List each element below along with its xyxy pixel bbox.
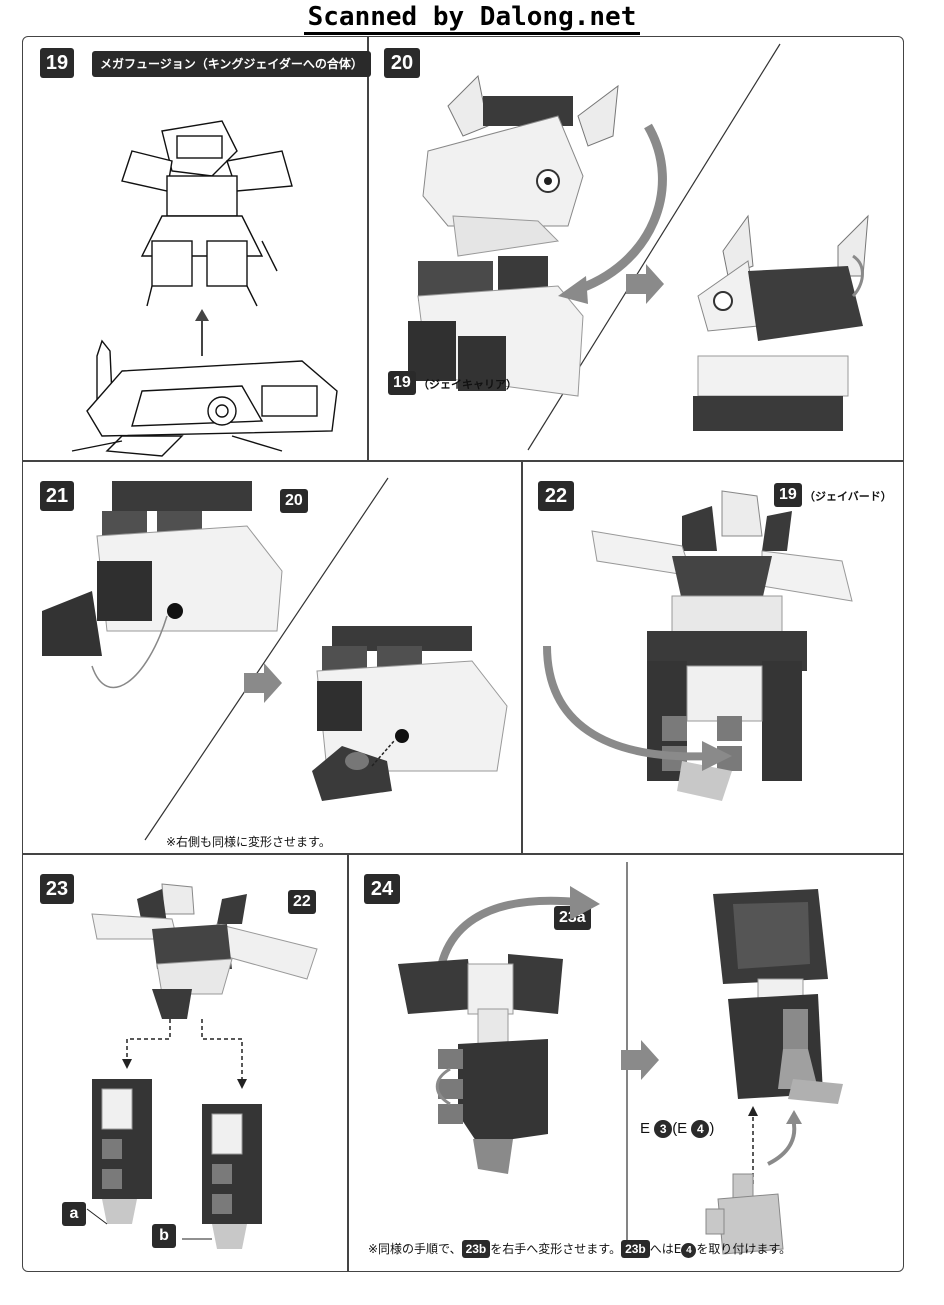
scanner-watermark: Scanned by Dalong.net <box>0 2 944 35</box>
part-label-b: b <box>152 1224 176 1248</box>
watermark-text: Scanned by Dalong.net <box>303 2 641 35</box>
king-jeider-combine-illustration <box>71 120 338 457</box>
step-20-figure-left <box>408 74 619 397</box>
reference-step-label: （ジェイキャリア） <box>418 378 517 391</box>
reference-step-tag: 19 <box>388 371 416 395</box>
step-number: 20 <box>384 48 420 78</box>
footer-middle-2: へはE <box>649 1242 682 1256</box>
step-24-figure-left <box>398 954 563 1174</box>
next-arrow <box>621 1040 659 1080</box>
step-22-panel: 22 19 （ジェイバード） <box>522 461 904 853</box>
footer-suffix: を取り付けます。 <box>696 1242 792 1256</box>
step-number: 21 <box>40 481 74 511</box>
step-21-figure-left <box>42 481 283 689</box>
step-title: メガフュージョン（キングジェイダーへの合体） <box>92 51 371 77</box>
part-number-circle-3: 3 <box>654 1120 673 1138</box>
step-number: 22 <box>538 481 574 511</box>
step-24-figure-right <box>705 889 843 1255</box>
reference-step-label: （ジェイバード） <box>804 490 892 503</box>
step-24-panel: 24 23a E 3(E 4 <box>348 854 904 1272</box>
step-20-figure-right <box>693 214 869 431</box>
page-frame <box>22 36 904 1272</box>
step-21-figure-right <box>312 626 508 801</box>
part-open: (E <box>672 1120 688 1137</box>
step-23-figure <box>86 883 318 1249</box>
part-code-e3-e4: E 3(E 4) <box>640 1120 714 1138</box>
part-prefix: E <box>640 1120 651 1137</box>
rotate-arrow <box>558 123 667 304</box>
col-divider-top <box>367 36 369 461</box>
footer-tag-23b-2: 23b <box>621 1240 650 1258</box>
footer-middle: を右手へ変形させます。 <box>490 1242 622 1256</box>
part-close: ) <box>709 1120 715 1137</box>
reference-step-tag: 20 <box>280 489 308 513</box>
next-arrow <box>244 663 282 703</box>
step-19-panel: 19 メガフュージョン（キングジェイダーへの合体） <box>22 36 371 460</box>
step-number: 19 <box>40 48 74 78</box>
step-number: 23 <box>40 874 74 904</box>
reference-step-tag: 19 <box>774 483 802 507</box>
step-number: 24 <box>364 874 400 904</box>
footer-circle-4: 4 <box>681 1243 697 1258</box>
part-number-circle-4: 4 <box>691 1120 710 1138</box>
rotate-arrow <box>543 645 732 771</box>
step-23-panel: 23 22 a b <box>22 854 347 1272</box>
footer-prefix: ※同様の手順で、 <box>368 1242 462 1256</box>
part-label-a: a <box>62 1202 86 1226</box>
row-divider-2 <box>22 853 904 855</box>
step-21-panel: 21 20 ※右側も同様に変形させます。 <box>22 461 521 853</box>
reference-step-tag: 22 <box>288 890 316 914</box>
col-divider-bottom <box>347 853 349 1272</box>
next-arrow <box>626 264 664 304</box>
step-20-panel: 20 19 （ジェイキャリア） <box>368 36 904 460</box>
step-22-figure <box>591 490 853 801</box>
row-divider-1 <box>22 460 904 462</box>
footer-tag-23b: 23b <box>461 1240 491 1258</box>
col-divider-mid <box>521 460 523 853</box>
step-21-note: ※右側も同様に変形させます。 <box>166 835 331 849</box>
